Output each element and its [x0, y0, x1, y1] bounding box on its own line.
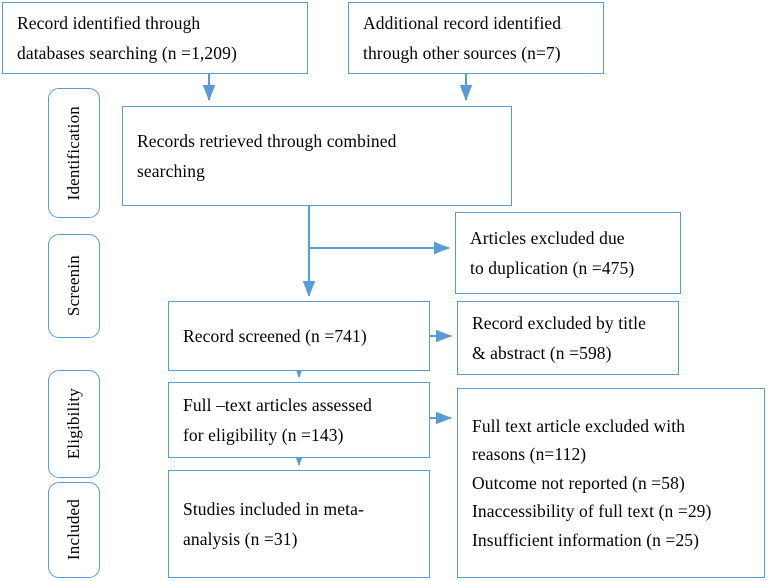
- box-line: Insufficient information (n =25): [472, 529, 700, 550]
- box-line: to duplication (n =475): [470, 258, 635, 278]
- box-records-retrieved-combined: Records retrieved through combined searc…: [122, 106, 512, 206]
- box-studies-included-meta-analysis: Studies included in meta- analysis (n =3…: [168, 470, 430, 578]
- stage-label-text: Eligibility: [64, 388, 83, 460]
- box-records-identified-databases: Record identified through databases sear…: [2, 2, 308, 74]
- box-line: through other sources (n=7): [363, 43, 561, 63]
- box-line: Full –text articles assessed: [183, 394, 372, 415]
- stage-label-included: Included: [48, 482, 100, 578]
- box-records-excluded-title-abstract: Record excluded by title & abstract (n =…: [457, 301, 679, 375]
- stage-label-text: Identification: [64, 105, 83, 201]
- stage-label-identification: Identification: [48, 88, 100, 218]
- box-fulltext-articles-assessed: Full –text articles assessed for eligibi…: [168, 382, 430, 458]
- stage-label-text: Included: [64, 499, 83, 561]
- box-line: Record screened (n =741): [183, 325, 367, 346]
- box-line: Studies included in meta-: [183, 498, 364, 519]
- stage-label-text: Screenin: [64, 255, 83, 317]
- box-line: databases searching (n =1,209): [17, 43, 237, 63]
- box-line: reasons (n=112): [472, 444, 587, 465]
- stage-label-screening: Screenin: [48, 234, 100, 338]
- box-line: Record excluded by title: [472, 312, 646, 333]
- box-line: Outcome not reported (n =58): [472, 472, 685, 493]
- box-records-screened: Record screened (n =741): [168, 301, 430, 371]
- box-line: Articles excluded due: [470, 227, 625, 248]
- box-line: analysis (n =31): [183, 529, 298, 549]
- box-line: Full text article excluded with: [472, 416, 686, 437]
- box-line: Additional record identified: [363, 12, 562, 33]
- box-line: searching: [137, 161, 205, 181]
- box-line: for eligibility (n =143): [183, 425, 344, 445]
- box-line: Inaccessibility of full text (n =29): [472, 501, 712, 522]
- box-line: & abstract (n =598): [472, 343, 612, 363]
- box-line: Records retrieved through combined: [137, 130, 397, 151]
- box-fulltext-excluded-with-reasons: Full text article excluded with reasons …: [457, 388, 765, 578]
- box-articles-excluded-duplication: Articles excluded due to duplication (n …: [455, 212, 681, 294]
- box-additional-records-other-sources: Additional record identified through oth…: [348, 2, 604, 74]
- box-line: Record identified through: [17, 12, 201, 33]
- stage-label-eligibility: Eligibility: [48, 370, 100, 478]
